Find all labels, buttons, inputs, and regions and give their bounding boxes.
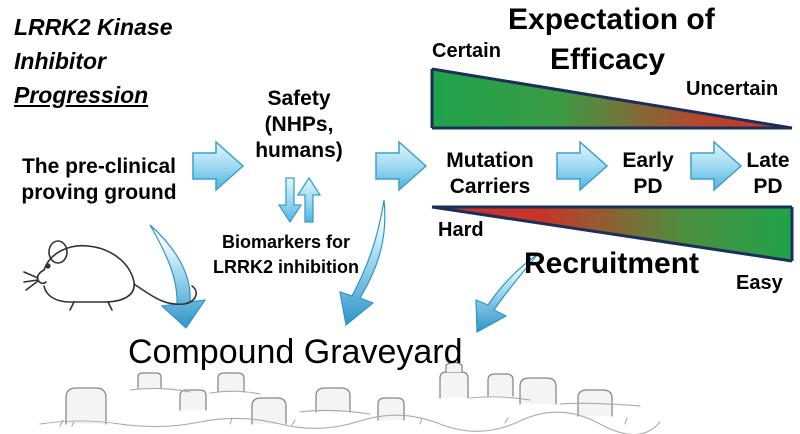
safety-line-1: Safety bbox=[267, 87, 331, 110]
efficacy-wedge bbox=[430, 67, 793, 130]
efficacy-heading-line-1: Expectation of bbox=[508, 3, 715, 36]
recruitment-left-label: Hard bbox=[438, 219, 484, 241]
right-arrow-icon bbox=[556, 140, 609, 192]
title-line-2: Inhibitor bbox=[14, 48, 106, 74]
stage-mutation-carriers: Mutation Carriers bbox=[428, 148, 552, 200]
recruitment-heading: Recruitment bbox=[524, 247, 700, 280]
early-line-2: PD bbox=[633, 175, 663, 198]
efficacy-heading-line-2: Efficacy bbox=[550, 43, 666, 76]
stage-early-pd: Early PD bbox=[608, 148, 688, 200]
graveyard-ground bbox=[39, 387, 661, 434]
efficacy-left-label: Certain bbox=[432, 40, 501, 62]
down-curved-arrow-icon bbox=[339, 199, 386, 327]
preclinical-line-2: proving ground bbox=[21, 181, 177, 204]
recruitment-wedge bbox=[431, 205, 794, 263]
tombstone-icon bbox=[65, 361, 613, 425]
up-down-arrows-icon bbox=[277, 176, 322, 224]
stage-safety: Safety (NHPs, humans) bbox=[242, 86, 356, 164]
stage-late-pd: Late PD bbox=[738, 148, 798, 200]
down-curved-arrow-icon bbox=[475, 253, 539, 333]
safety-line-3: humans) bbox=[255, 139, 343, 162]
diagram-title: LRRK2 Kinase Inhibitor Progression bbox=[14, 10, 172, 112]
biomarkers-line-1: Biomarkers for bbox=[221, 232, 351, 252]
rat-icon bbox=[23, 240, 197, 311]
graveyard-label: Compound Graveyard bbox=[128, 333, 463, 371]
stage-preclinical: The pre-clinical proving ground bbox=[6, 154, 192, 206]
mutation-line-2: Carriers bbox=[449, 175, 531, 198]
late-line-1: Late bbox=[746, 149, 790, 172]
right-arrow-icon bbox=[192, 140, 245, 192]
early-line-1: Early bbox=[622, 149, 674, 172]
title-line-1: LRRK2 Kinase bbox=[14, 14, 173, 40]
safety-line-2: (NHPs, bbox=[264, 113, 334, 136]
biomarkers-label: Biomarkers for LRRK2 inhibition bbox=[196, 230, 376, 280]
late-line-2: PD bbox=[753, 175, 783, 198]
recruitment-right-label: Easy bbox=[736, 272, 783, 294]
biomarkers-line-2: LRRK2 inhibition bbox=[213, 257, 359, 277]
right-arrow-icon bbox=[690, 140, 743, 192]
right-arrow-icon bbox=[375, 140, 428, 192]
efficacy-right-label: Uncertain bbox=[686, 78, 779, 100]
preclinical-line-1: The pre-clinical bbox=[21, 155, 177, 178]
title-line-3: Progression bbox=[14, 82, 149, 108]
mutation-line-1: Mutation bbox=[446, 149, 534, 172]
